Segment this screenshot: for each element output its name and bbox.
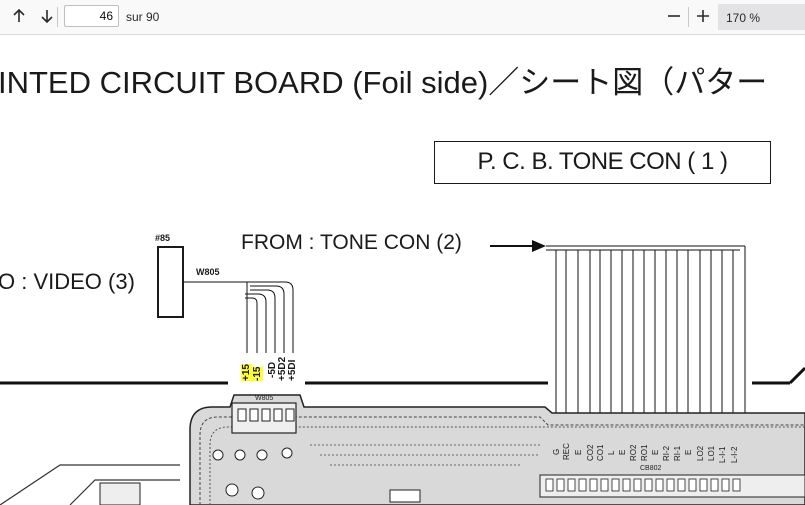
wire-label: LO2 bbox=[696, 445, 705, 461]
zoom-select[interactable]: 170 % bbox=[718, 4, 805, 30]
wire-bundle-right bbox=[546, 245, 746, 435]
board-edge-line bbox=[788, 366, 805, 385]
wire-label: LO1 bbox=[707, 445, 716, 461]
pcb-foil-area bbox=[0, 394, 805, 505]
pin-label-plus15: +15 bbox=[241, 364, 252, 381]
pin-label-plus5di: +5DI bbox=[287, 359, 298, 381]
wire-label: CO1 bbox=[596, 444, 605, 461]
document-title: INTED CIRCUIT BOARD (Foil side)／シート図（パター bbox=[0, 65, 768, 100]
board-sub-label: CB802 bbox=[640, 465, 662, 472]
wire-label: L-I-2 bbox=[730, 446, 739, 463]
wire-label: E bbox=[651, 449, 660, 455]
wire-bundle-left bbox=[184, 281, 294, 353]
zoom-in-button[interactable] bbox=[691, 4, 715, 28]
from-tone-con-label: FROM : TONE CON (2) bbox=[241, 231, 462, 254]
arrow-down-icon bbox=[41, 10, 53, 24]
highlight: -15 bbox=[252, 366, 263, 381]
wire-label: G bbox=[552, 448, 561, 455]
toolbar-separator bbox=[688, 7, 689, 27]
minus-icon bbox=[668, 15, 680, 17]
page-number-input[interactable] bbox=[64, 5, 119, 27]
wire-label: E bbox=[618, 449, 627, 455]
wire-label: L bbox=[607, 450, 616, 455]
arrow-up-icon bbox=[13, 8, 25, 22]
pcb-name-box: P. C. B. TONE CON ( 1 ) bbox=[434, 141, 771, 184]
pdf-toolbar: sur 90 170 % bbox=[0, 0, 805, 35]
next-page-button[interactable] bbox=[35, 4, 59, 28]
page-total-label: sur 90 bbox=[126, 10, 160, 24]
board-connector-label: W805 bbox=[255, 395, 274, 402]
wire-label: CO2 bbox=[586, 444, 595, 461]
wire-label: RI-1 bbox=[673, 445, 682, 461]
wire-label: RI-2 bbox=[662, 445, 671, 461]
pdf-page: INTED CIRCUIT BOARD (Foil side)／シート図（パター… bbox=[0, 35, 805, 505]
plus-icon bbox=[697, 10, 709, 22]
wire-label: RO2 bbox=[629, 444, 638, 461]
to-video-label: O : VIDEO (3) bbox=[0, 269, 135, 294]
connector-85 bbox=[157, 246, 184, 318]
zoom-out-button[interactable] bbox=[662, 4, 686, 28]
highlight: +15 bbox=[241, 364, 252, 381]
connector-number-label: #85 bbox=[155, 233, 171, 243]
pin-label-minus15: -15 bbox=[252, 366, 263, 381]
wire-label: E bbox=[574, 449, 583, 455]
toolbar-separator bbox=[57, 7, 58, 27]
pcb-name-label: P. C. B. TONE CON ( 1 ) bbox=[477, 148, 728, 175]
wire-label: E bbox=[684, 449, 693, 455]
wire-label: RO1 bbox=[640, 444, 649, 461]
arrow-head-icon bbox=[532, 240, 546, 252]
zoom-value: 170 % bbox=[726, 11, 761, 25]
previous-page-button[interactable] bbox=[7, 4, 31, 28]
wire-label: REC bbox=[562, 443, 571, 460]
wire-label: L-I-1 bbox=[718, 446, 727, 463]
schematic-drawing bbox=[0, 240, 805, 505]
wire-w805-label: W805 bbox=[196, 267, 220, 277]
